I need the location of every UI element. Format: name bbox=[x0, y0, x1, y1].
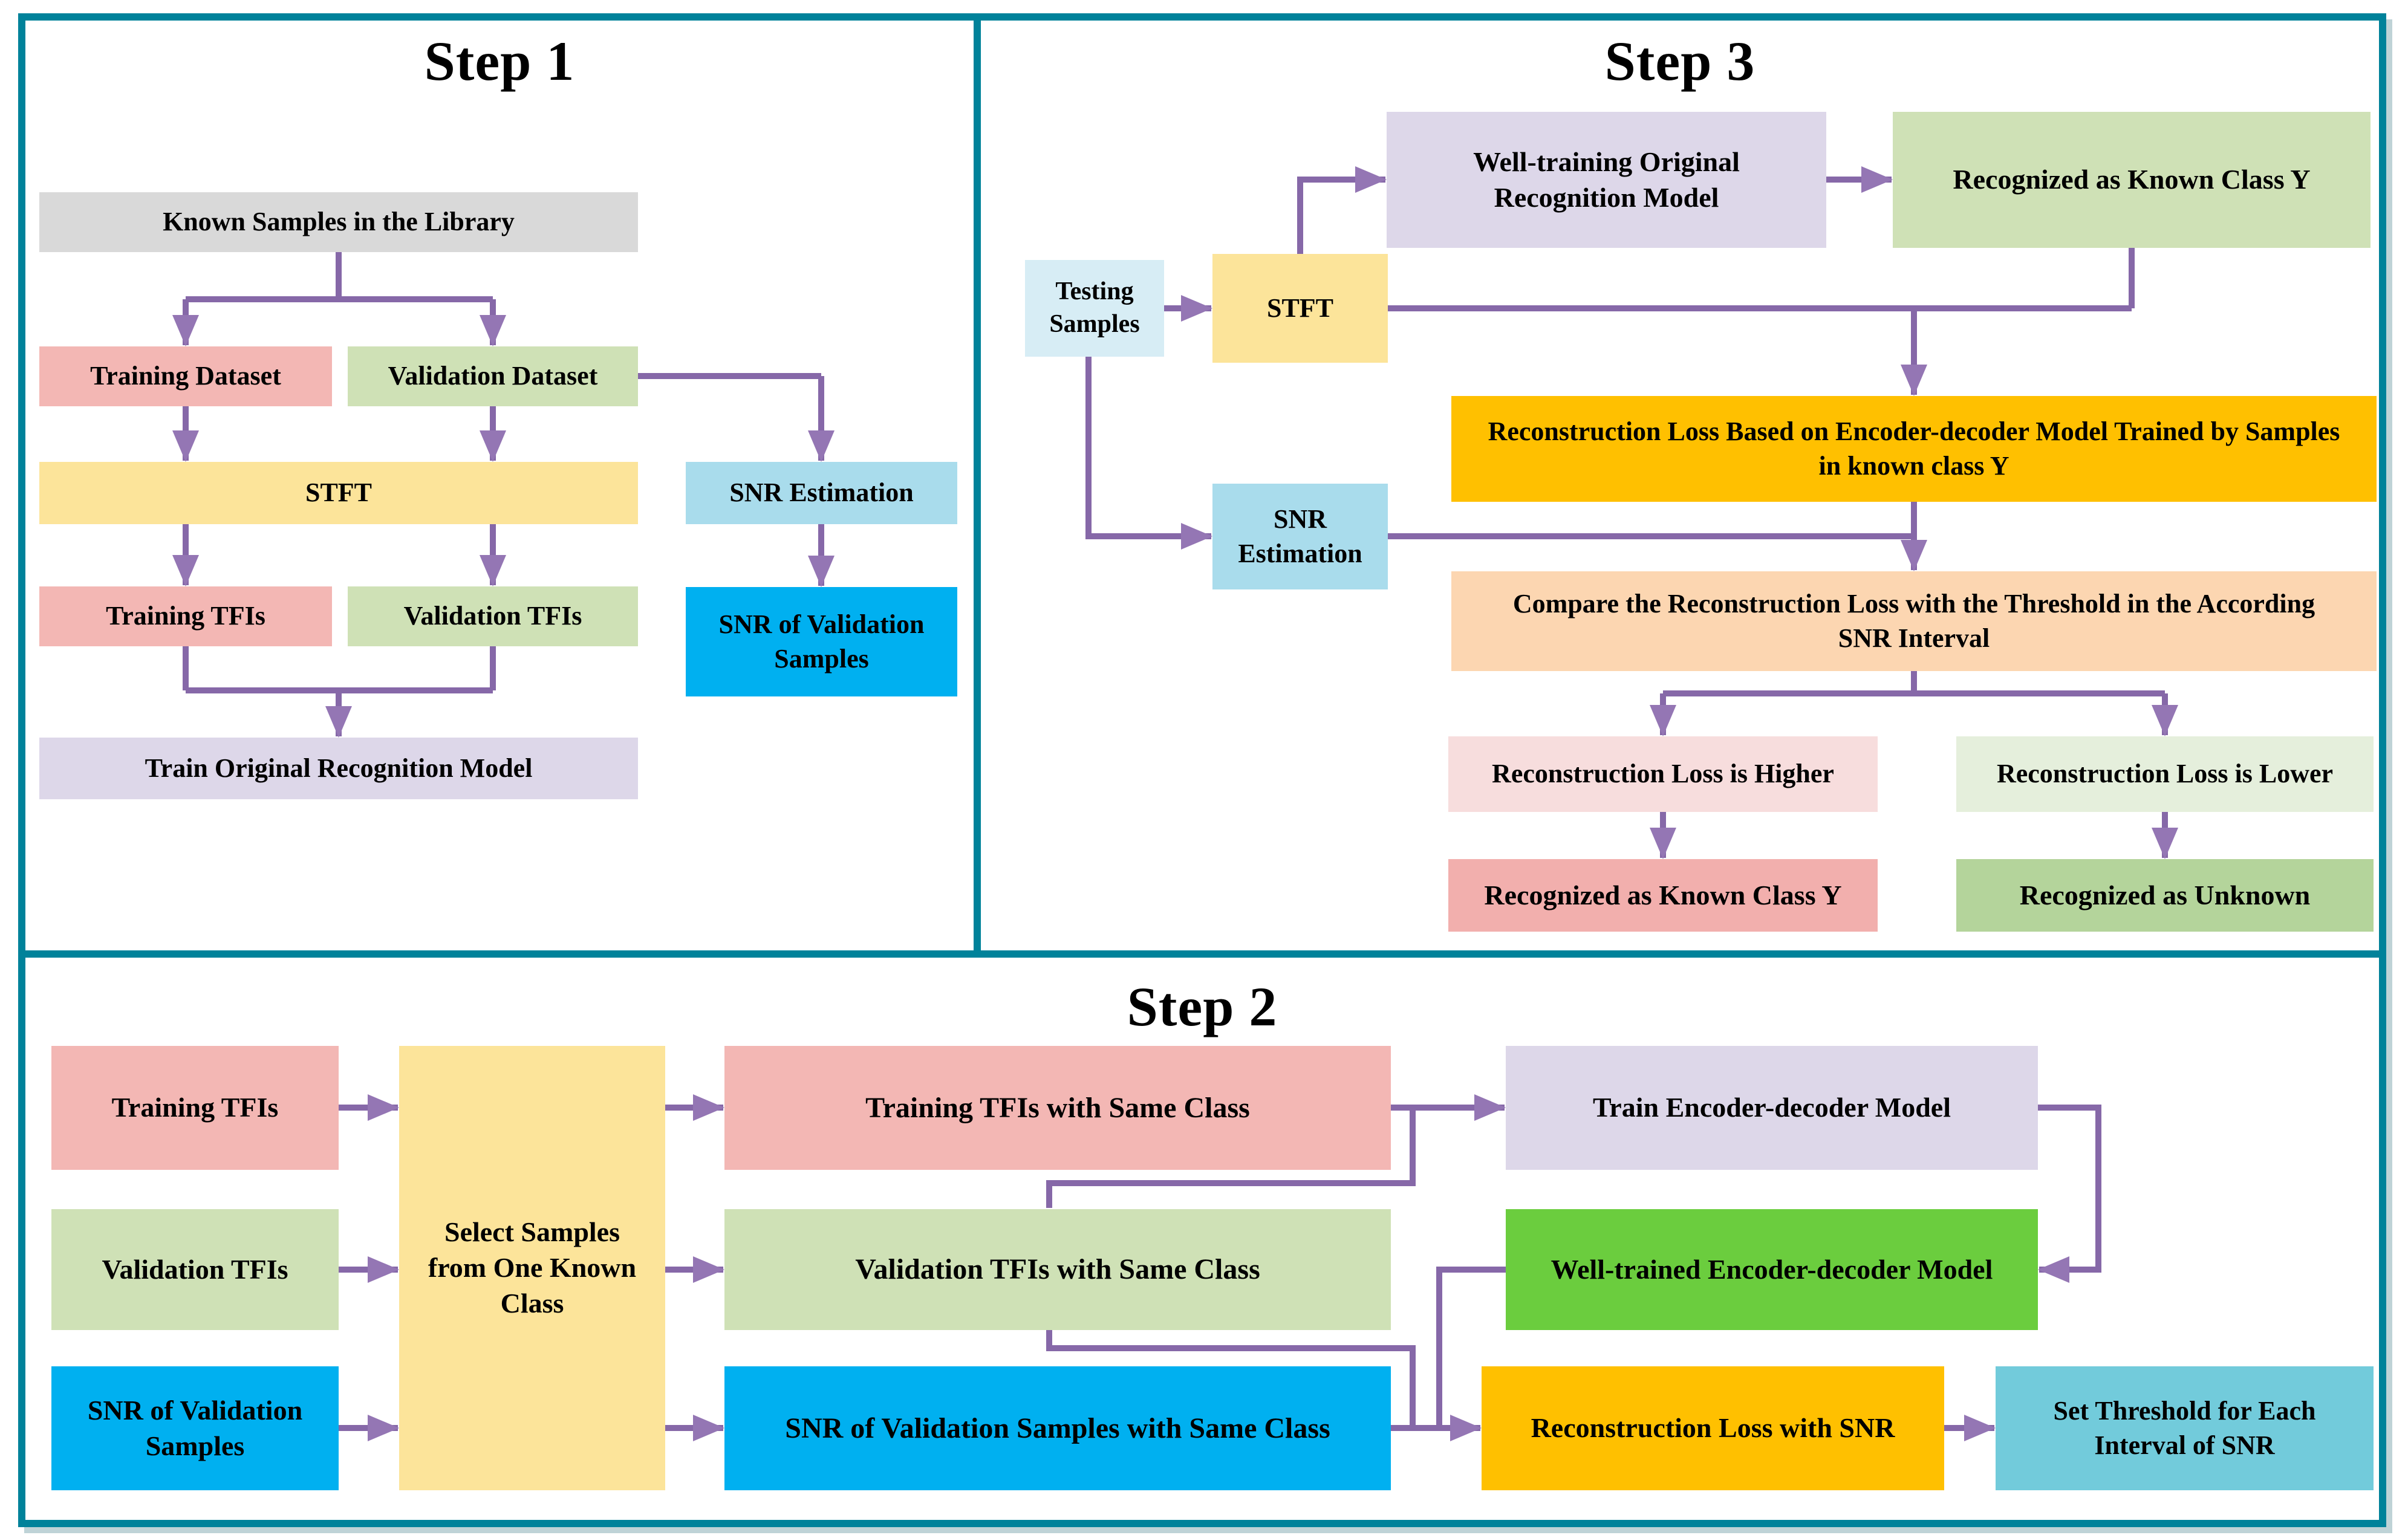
outer-border bbox=[18, 13, 2386, 1527]
vertical-divider bbox=[974, 13, 981, 958]
box-validation-tfis-step1: Validation TFIs bbox=[348, 586, 638, 646]
box-loss-higher: Reconstruction Loss is Higher bbox=[1448, 736, 1878, 812]
box-train-original-model: Train Original Recognition Model bbox=[39, 738, 638, 799]
step2-title: Step 2 bbox=[1127, 976, 1278, 1037]
box-recognized-unknown: Recognized as Unknown bbox=[1956, 859, 2374, 932]
box-training-dataset: Training Dataset bbox=[39, 346, 332, 406]
box-snr-of-validation-samples-step2: SNR of Validation Samples bbox=[51, 1366, 339, 1490]
box-reconstruction-loss-snr: Reconstruction Loss with SNR bbox=[1482, 1366, 1944, 1490]
box-validation-tfis-same-class: Validation TFIs with Same Class bbox=[724, 1209, 1391, 1330]
box-training-tfis-step1: Training TFIs bbox=[39, 586, 332, 646]
box-well-training-model: Well-training Original Recognition Model bbox=[1387, 112, 1826, 248]
box-snr-same-class: SNR of Validation Samples with Same Clas… bbox=[724, 1366, 1391, 1490]
step1-title: Step 1 bbox=[424, 30, 575, 92]
box-training-tfis-step2: Training TFIs bbox=[51, 1046, 339, 1170]
horizontal-divider bbox=[18, 950, 2386, 958]
box-known-samples: Known Samples in the Library bbox=[39, 192, 638, 252]
box-snr-estimation-step3: SNR Estimation bbox=[1212, 484, 1388, 589]
box-stft-step3: STFT bbox=[1212, 254, 1388, 363]
box-stft-step1: STFT bbox=[39, 462, 638, 524]
box-well-trained-encoder-decoder: Well-trained Encoder-decoder Model bbox=[1506, 1209, 2038, 1330]
box-reconstruction-loss: Reconstruction Loss Based on Encoder-dec… bbox=[1451, 396, 2377, 502]
step3-title: Step 3 bbox=[1604, 30, 1756, 92]
box-snr-of-validation-samples-step1: SNR of Validation Samples bbox=[686, 587, 957, 696]
box-train-encoder-decoder: Train Encoder-decoder Model bbox=[1506, 1046, 2038, 1170]
box-testing-samples: Testing Samples bbox=[1025, 260, 1164, 357]
box-set-threshold: Set Threshold for Each Interval of SNR bbox=[1996, 1366, 2374, 1490]
box-validation-dataset: Validation Dataset bbox=[348, 346, 638, 406]
box-snr-estimation-step1: SNR Estimation bbox=[686, 462, 957, 524]
box-loss-lower: Reconstruction Loss is Lower bbox=[1956, 736, 2374, 812]
box-validation-tfis-step2: Validation TFIs bbox=[51, 1209, 339, 1330]
box-recognized-known-bottom: Recognized as Known Class Y bbox=[1448, 859, 1878, 932]
box-recognized-known-top: Recognized as Known Class Y bbox=[1893, 112, 2371, 248]
box-select-samples: Select Samples from One Known Class bbox=[399, 1046, 665, 1490]
box-compare-loss: Compare the Reconstruction Loss with the… bbox=[1451, 571, 2377, 671]
box-training-tfis-same-class: Training TFIs with Same Class bbox=[724, 1046, 1391, 1170]
